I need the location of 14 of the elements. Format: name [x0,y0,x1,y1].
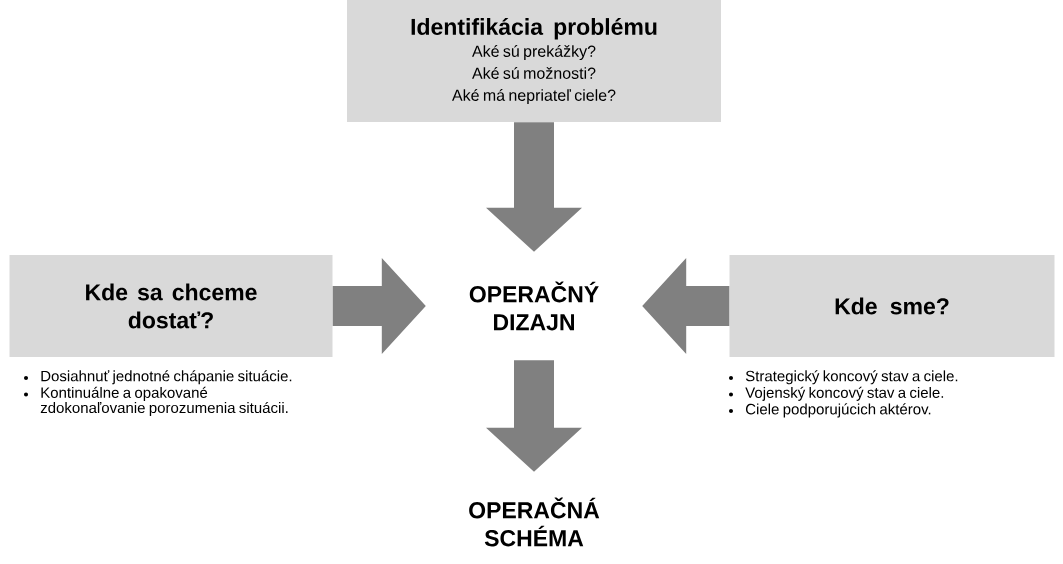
block-arrow [642,258,730,354]
block-arrow [486,360,582,472]
process-box: Kde sme? [729,255,1055,357]
bullet-item: Vojenský koncový stav a ciele. [729,386,944,401]
bullet-item: Kontinuálne a opakované zdokonaľovanie porozumenia situácii. [24,386,288,417]
bullet-item: Ciele podporujúcich aktérov. [729,403,931,418]
bullet-item: Strategický koncový stav a ciele. [729,370,958,385]
process-box: Kde sa chceme dostať? [9,255,333,357]
text-label: OPERAČNÁ SCHÉMA [469,497,600,547]
block-arrow [486,122,582,252]
text-label: OPERAČNÝ DIZAJN [469,281,599,331]
block-arrow [332,258,426,354]
process-box: Identifikácia problému Aké sú prekážky? Aké sú možnosti? Aké má nepriateľ ciele? [347,0,721,122]
bullet-item: Dosiahnuť jednotné chápanie situácie. [24,370,292,385]
